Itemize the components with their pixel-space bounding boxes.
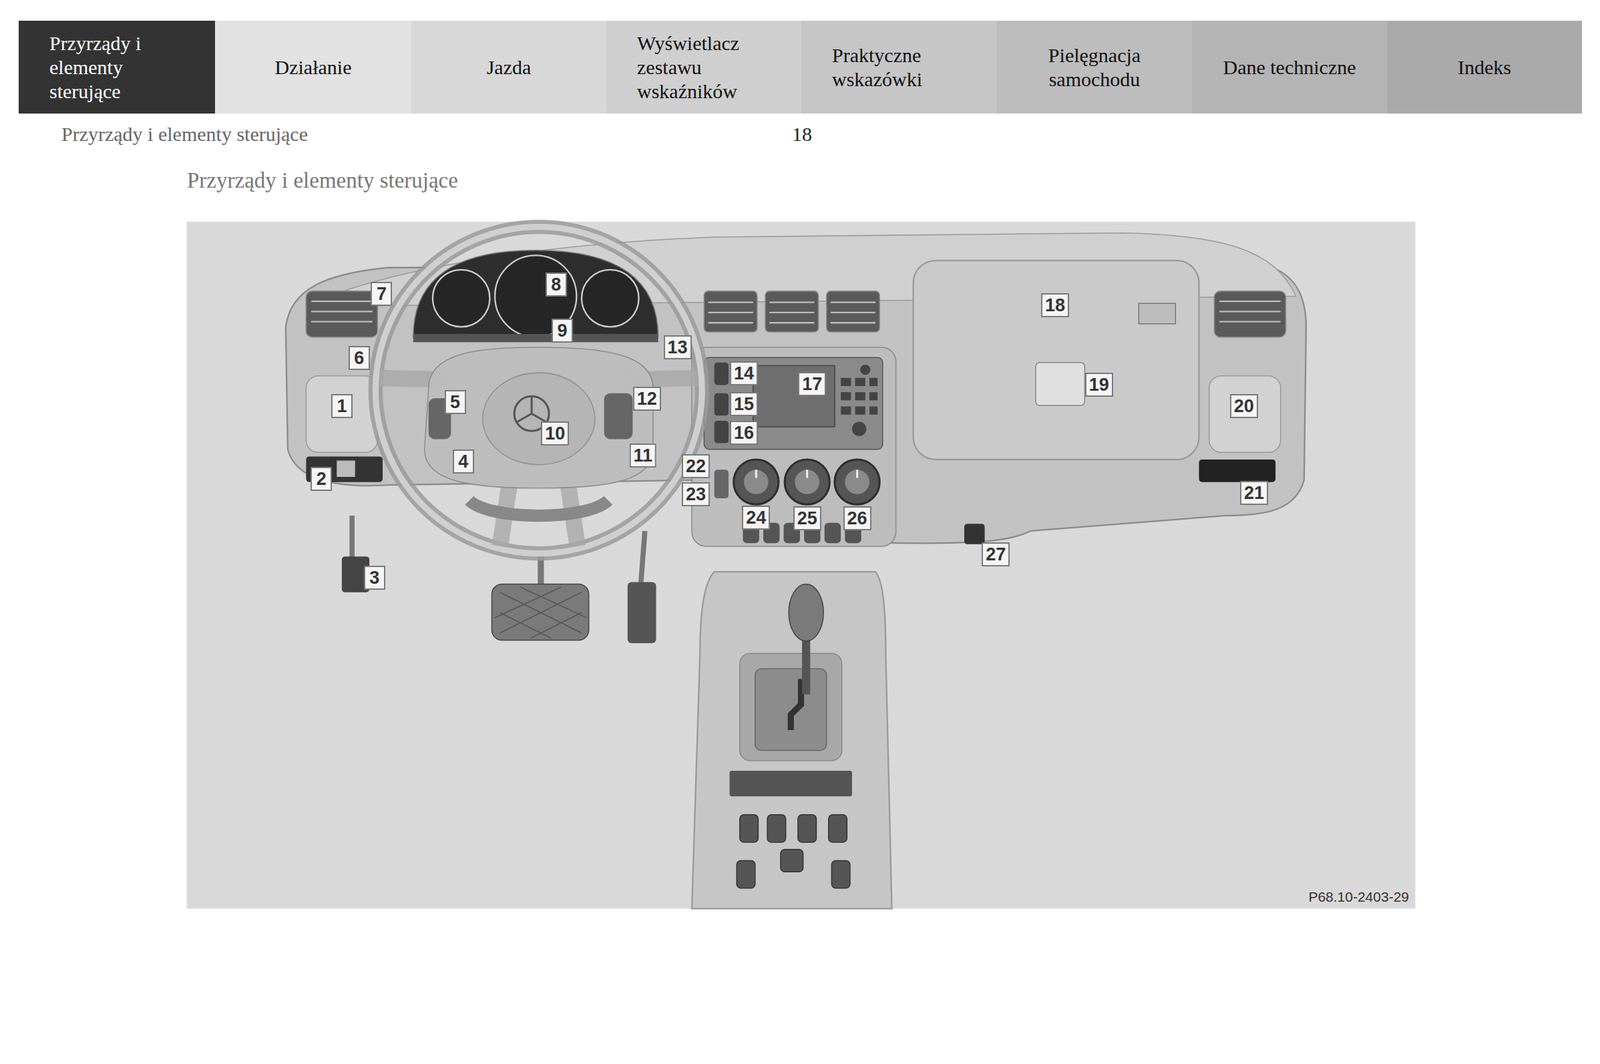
callout-number: 22 <box>681 454 710 479</box>
chapter-tab: Praktyczne wskazówki <box>801 20 997 114</box>
gauges <box>432 255 640 337</box>
callout-number: 2 <box>310 466 332 491</box>
glovebox-handle <box>1035 362 1085 406</box>
callout-number: 5 <box>444 389 467 415</box>
illustration-ground <box>186 221 1416 909</box>
section-heading: Przyrządy i elementy sterujące <box>186 168 459 193</box>
tab-label: Pielęgnacja samochodu <box>1013 43 1176 92</box>
hazard-switch <box>714 469 729 499</box>
center-console <box>691 571 893 909</box>
shifter-stick <box>802 633 811 695</box>
power-socket <box>964 523 985 545</box>
callout-number: 21 <box>1240 480 1269 505</box>
shifter-gate <box>739 653 843 760</box>
radio-unit <box>703 357 883 450</box>
callout-number: 16 <box>729 420 758 445</box>
callout-number: 1 <box>331 393 353 419</box>
page-number: 18 <box>791 122 813 146</box>
callout-number: 6 <box>348 345 370 370</box>
callout-number: 10 <box>540 421 569 446</box>
chapter-tab: Wyświetlacz zestawu wskaźników <box>606 20 802 114</box>
chapter-tab: Indeks <box>1386 20 1582 114</box>
side-vent <box>1198 459 1276 483</box>
chapter-tab: Jazda <box>411 20 607 114</box>
chapter-tab: Dane techniczne <box>1191 20 1387 114</box>
callout-number: 17 <box>797 371 827 396</box>
callout-number: 25 <box>793 506 822 531</box>
callout-number: 9 <box>551 318 573 343</box>
shifter-slot <box>755 668 827 750</box>
chapter-tab: Działanie <box>215 20 412 114</box>
callout-number: 7 <box>370 281 392 306</box>
steering-wheel <box>375 227 702 554</box>
glovebox <box>913 260 1200 460</box>
callout-number: 20 <box>1230 393 1259 419</box>
callout-number: 12 <box>633 386 662 411</box>
right-panel <box>1209 375 1281 453</box>
climate-knobs <box>733 459 881 505</box>
tab-label: Praktyczne wskazówki <box>832 43 981 92</box>
left-panel <box>305 375 378 453</box>
tab-label: Przyrządy i elementy sterujące <box>49 31 199 104</box>
tab-label: Działanie <box>275 55 352 80</box>
callout-number: 13 <box>663 335 692 360</box>
callout-number: 14 <box>729 361 758 386</box>
instrument-cluster <box>413 250 659 338</box>
running-header: Przyrządy i elementy sterujące <box>61 122 308 146</box>
console-tray <box>729 770 853 796</box>
cluster-display <box>413 333 659 342</box>
callout-number: 24 <box>741 505 770 530</box>
callout-number: 18 <box>1041 293 1070 318</box>
callout-number: 26 <box>843 506 872 531</box>
light-switch-knob <box>336 460 356 477</box>
callout-number: 27 <box>981 542 1010 567</box>
callout-number: 4 <box>452 449 475 474</box>
tab-label: Wyświetlacz zestawu wskaźników <box>637 31 786 104</box>
tab-label: Indeks <box>1457 55 1512 80</box>
callout-number: 11 <box>629 443 657 468</box>
shifter-knob <box>788 583 824 642</box>
radio-screen <box>753 365 835 427</box>
console-switches <box>736 814 851 889</box>
callout-number: 8 <box>545 272 567 297</box>
callout-number: 23 <box>681 482 710 507</box>
chapter-tab: Pielęgnacja samochodu <box>996 20 1192 114</box>
callout-number: 3 <box>363 565 386 590</box>
center-stack <box>691 347 897 547</box>
tab-label: Dane techniczne <box>1222 55 1356 80</box>
chapter-tab: Przyrządy i elementy sterujące <box>18 20 216 114</box>
callout-number: 15 <box>729 391 758 417</box>
callout-number: 19 <box>1085 372 1114 397</box>
figure-code: P68.10-2403-29 <box>1308 888 1410 905</box>
airbag-badge <box>1138 303 1176 324</box>
shift-path <box>790 679 801 730</box>
tab-label: Jazda <box>486 55 532 80</box>
